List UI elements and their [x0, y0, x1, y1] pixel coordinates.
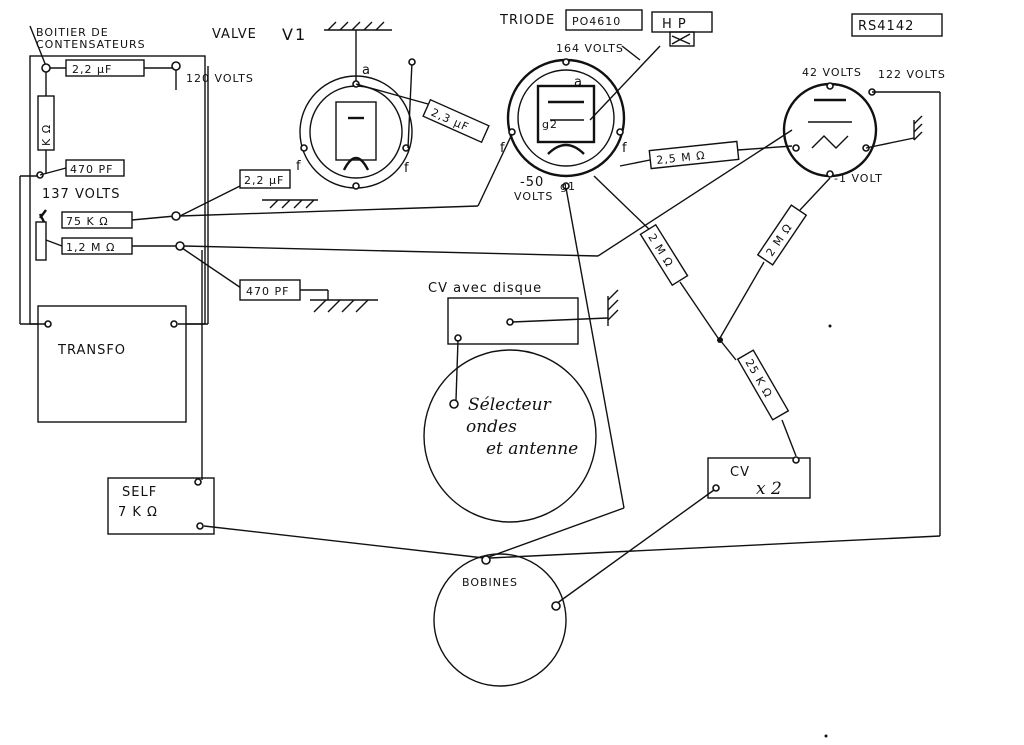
- box-corner-lead: [29, 25, 47, 67]
- terminal: [171, 61, 181, 71]
- triode-filament-right: f: [622, 141, 628, 156]
- terminal: [170, 320, 178, 328]
- cv-disque-box: [447, 297, 579, 345]
- capacitor-box: BOITIER DE CONTENSATEURS 2,2 µF 120 VOLT…: [29, 25, 254, 325]
- cv2-label-2: x 2: [756, 479, 782, 499]
- triode-label: TRIODE: [499, 13, 555, 28]
- bobines-label: BOBINES: [462, 576, 518, 589]
- terminal: [171, 211, 181, 221]
- boitier-label-1: BOITIER DE: [36, 26, 109, 39]
- valve-filament-left: f: [296, 159, 302, 174]
- valve-envelope: [299, 75, 413, 189]
- res-25m-body: [648, 140, 740, 170]
- boitier-label-2: CONTENSATEURS: [36, 38, 146, 51]
- self-box: [107, 477, 215, 535]
- tube-rs4142: RS4142 42 VOLTS 122 VOLTS -1 VOLT: [782, 13, 946, 536]
- wire: [183, 245, 599, 257]
- valve-v1: VALVE V1 a f f: [212, 21, 429, 190]
- transformer: TRANSFO: [19, 175, 208, 423]
- volts-minus50-unit: VOLTS: [514, 190, 553, 203]
- res-25m: 2,5 M Ω: [619, 140, 793, 170]
- valve-anode-label: a: [362, 63, 371, 78]
- triode-g1-label: g1: [560, 180, 576, 193]
- bobines: BOBINES: [433, 535, 941, 687]
- hp-label: H P: [662, 17, 687, 32]
- self-inductor: SELF 7 K Ω: [107, 250, 485, 559]
- cv2: CV x 2: [555, 456, 811, 605]
- volts-137-label: 137 VOLTS: [42, 187, 121, 202]
- valve-label: VALVE: [212, 27, 257, 42]
- cap-470-bottom-label: 470 PF: [246, 285, 289, 298]
- cap-2uf-mid-group: 2,2 µF: [179, 169, 318, 217]
- rs4142-envelope: [782, 82, 878, 178]
- wire: [565, 187, 625, 509]
- volts-122-label: 122 VOLTS: [878, 68, 946, 81]
- cap-2uf-mid-label: 2,2 µF: [244, 174, 284, 187]
- res-2m-left: 2 M Ω: [593, 175, 719, 339]
- transformer-label: TRANSFO: [57, 343, 126, 358]
- terminal: [194, 478, 202, 486]
- selecteur-label-3: et antenne: [486, 439, 578, 459]
- selecteur-label-1: Sélecteur: [468, 395, 552, 415]
- rs4142-label: RS4142: [858, 19, 914, 34]
- selecteur-label-2: ondes: [466, 417, 517, 437]
- cv2-box: [707, 457, 811, 499]
- wire: [597, 129, 793, 257]
- wire: [477, 133, 513, 207]
- volts-120-label: 120 VOLTS: [186, 72, 254, 85]
- triode-envelope: [506, 58, 626, 178]
- res-2m-left-body: [639, 223, 689, 287]
- self-label-1: SELF: [122, 485, 157, 500]
- cap-2uf-top-label: 2,2 µF: [72, 63, 112, 76]
- volt-minus1-label: -1 VOLT: [834, 172, 883, 185]
- triode-ref: PO4610: [572, 15, 621, 28]
- res-2m-right: 2 M Ω: [719, 177, 831, 339]
- res-12m-label: 1,2 M Ω: [66, 241, 115, 254]
- cap-470-bottom-group: 470 PF: [181, 247, 378, 313]
- cap-23uf-body: [422, 98, 490, 144]
- res-75k-label: 75 K Ω: [66, 215, 109, 228]
- res-25k: 25 K Ω: [717, 337, 797, 457]
- triode-anode-label: a: [574, 75, 583, 90]
- wire: [485, 507, 625, 559]
- volts-minus50: -50: [520, 175, 544, 190]
- cv-disque: CV avec disque: [428, 281, 619, 401]
- bobines-circle: [433, 553, 567, 687]
- cv2-label-1: CV: [730, 465, 750, 480]
- potentiometer: [35, 221, 47, 261]
- cv-disque-label: CV avec disque: [428, 281, 542, 296]
- triode: TRIODE PO4610 H P 164 VOLTS a g2 g1 f f …: [499, 9, 713, 203]
- rs4142-box: [851, 13, 943, 37]
- triode-ref-box: [565, 9, 643, 31]
- res-k-vertical-label: K Ω: [40, 124, 53, 146]
- self-label-2: 7 K Ω: [118, 505, 158, 520]
- transformer-box: [37, 305, 187, 423]
- res-2m-right-body: [756, 204, 808, 266]
- terminal: [196, 522, 204, 530]
- selecteur: Sélecteur ondes et antenne: [423, 349, 597, 523]
- selecteur-circle: [423, 349, 597, 523]
- cap-2uf-mid: [239, 169, 291, 189]
- wire: [179, 205, 479, 217]
- volts-42-label: 42 VOLTS: [802, 66, 862, 79]
- valve-filament-right: f: [404, 161, 410, 176]
- res-25k-body: [736, 349, 790, 421]
- valve-id: V1: [282, 25, 307, 44]
- triode-filament-left: f: [500, 141, 506, 156]
- volts-164-label: 164 VOLTS: [556, 42, 624, 55]
- res-25m-label: 2,5 M Ω: [656, 149, 706, 167]
- triode-g2-label: g2: [542, 118, 558, 131]
- terminal: [41, 63, 51, 73]
- cap-470-top-label: 470 PF: [70, 163, 113, 176]
- cap-23uf: 2,3 µF: [422, 98, 490, 144]
